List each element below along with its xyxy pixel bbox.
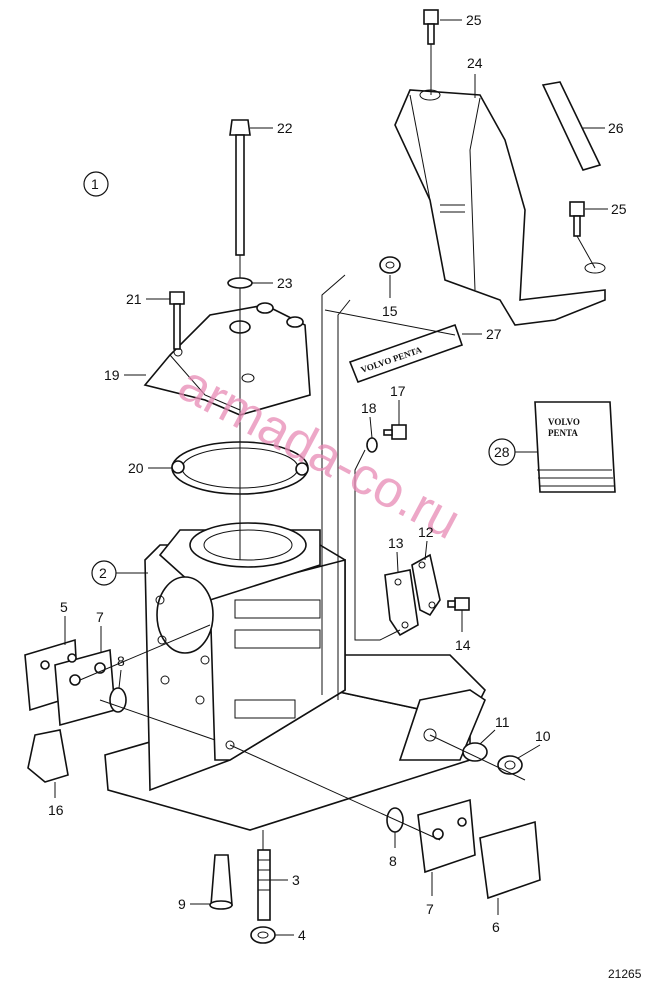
callout-text: 6 xyxy=(492,919,500,935)
callout-13: 13 xyxy=(388,535,404,573)
callout-26: 26 xyxy=(583,120,624,136)
callout-21: 21 xyxy=(126,291,170,307)
callout-text: 11 xyxy=(495,714,510,730)
callout-20: 20 xyxy=(128,460,172,476)
group-callout-1: 1 xyxy=(83,171,109,197)
figure-number: 21265 xyxy=(608,967,642,981)
callout-11: 11 xyxy=(479,714,510,745)
anode-right xyxy=(417,798,541,900)
side-covers xyxy=(384,553,441,637)
callout-23: 23 xyxy=(252,275,293,291)
callout-17: 17 xyxy=(390,383,406,425)
plug-17 xyxy=(383,424,407,440)
callout-text: 15 xyxy=(382,303,398,319)
callout-text: 25 xyxy=(466,12,482,28)
callout-7-left: 7 xyxy=(96,609,104,652)
callout-text: 4 xyxy=(298,927,306,943)
callout-text: 10 xyxy=(535,728,551,744)
callout-text: 16 xyxy=(48,802,64,818)
top-cover xyxy=(143,302,311,416)
screw-25-right xyxy=(569,201,596,269)
callout-text: 13 xyxy=(388,535,404,551)
callout-text: 9 xyxy=(178,896,186,912)
callout-24: 24 xyxy=(467,55,483,98)
plug-16 xyxy=(27,729,69,783)
callout-27: 27 xyxy=(462,326,502,342)
screw-25-top xyxy=(423,9,439,95)
callout-25-right: 25 xyxy=(585,201,627,217)
callout-15: 15 xyxy=(382,275,398,319)
callout-25-top: 25 xyxy=(440,12,482,28)
callout-text: 26 xyxy=(608,120,624,136)
callout-14: 14 xyxy=(455,610,471,653)
kit-box: VOLVO PENTA xyxy=(534,401,616,493)
anode-left xyxy=(24,638,116,727)
callout-text: 7 xyxy=(96,609,104,625)
upper-shroud xyxy=(394,89,606,326)
callout-text: 21 xyxy=(126,291,142,307)
callout-text: 8 xyxy=(117,653,125,669)
callout-text: 19 xyxy=(104,367,120,383)
callout-8-left: 8 xyxy=(117,653,125,689)
callout-6: 6 xyxy=(492,898,500,935)
callout-text: 24 xyxy=(467,55,483,71)
callout-text: 8 xyxy=(389,853,397,869)
callout-text: 3 xyxy=(292,872,300,888)
callout-text: 25 xyxy=(611,201,627,217)
sleeve-10 xyxy=(497,755,523,775)
sticker-26 xyxy=(541,81,602,171)
screw-21 xyxy=(169,291,185,350)
nut-15 xyxy=(379,256,401,274)
callout-text: 20 xyxy=(128,460,144,476)
callout-3: 3 xyxy=(270,872,300,888)
callout-4: 4 xyxy=(275,927,306,943)
callout-text: 18 xyxy=(361,400,377,416)
callout-text: 22 xyxy=(277,120,293,136)
group-label: 1 xyxy=(91,176,99,192)
callout-text: 17 xyxy=(390,383,406,399)
callout-22: 22 xyxy=(250,120,293,136)
callout-10: 10 xyxy=(517,728,551,759)
callout-9: 9 xyxy=(178,896,210,912)
housing-label: 2 xyxy=(99,565,107,581)
housing-callout-2: 2 xyxy=(91,560,148,586)
callout-18: 18 xyxy=(361,400,377,439)
callout-text: 12 xyxy=(418,524,434,540)
bushing-11 xyxy=(462,742,488,762)
kit-callout-28: 28 xyxy=(488,438,537,466)
drift-9 xyxy=(209,854,233,910)
callout-19: 19 xyxy=(104,367,146,383)
dipstick xyxy=(229,119,251,256)
nut-4 xyxy=(250,926,276,944)
washer-8-left xyxy=(109,687,127,713)
gear-housing xyxy=(104,274,486,831)
callout-12: 12 xyxy=(418,524,434,561)
callout-7-right: 7 xyxy=(426,872,434,917)
o-ring xyxy=(227,277,253,289)
screw-14 xyxy=(447,597,470,611)
callout-text: 23 xyxy=(277,275,293,291)
kit-text-1: VOLVO xyxy=(548,417,580,427)
callout-16: 16 xyxy=(48,782,64,818)
callout-text: 14 xyxy=(455,637,471,653)
kit-text-2: PENTA xyxy=(548,428,578,438)
callout-8-right: 8 xyxy=(389,832,397,869)
kit-label: 28 xyxy=(494,444,510,460)
callout-text: 7 xyxy=(426,901,434,917)
stud-3 xyxy=(257,849,271,921)
callout-5: 5 xyxy=(60,599,68,645)
callout-text: 27 xyxy=(486,326,502,342)
callout-text: 5 xyxy=(60,599,68,615)
